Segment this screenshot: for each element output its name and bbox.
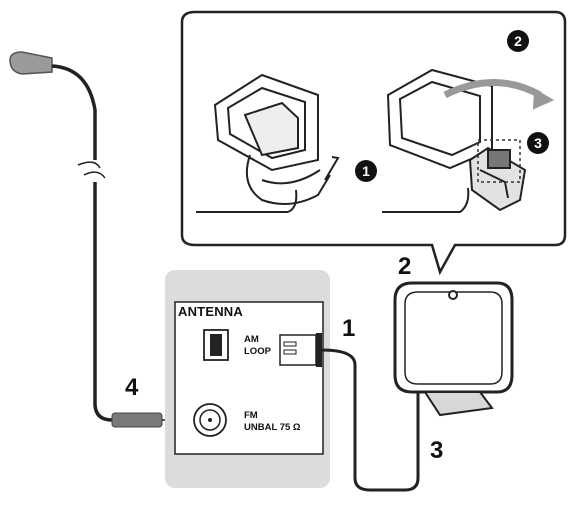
fm-label-line2: UNBAL 75 Ω (244, 422, 301, 433)
am-loop-label: AM LOOP (244, 334, 271, 358)
fm-terminal-label: FM UNBAL 75 Ω (244, 410, 301, 434)
loop-antenna-folding (382, 68, 555, 213)
am-loop-antenna (393, 281, 514, 417)
callout-badge-1: 1 (355, 160, 377, 182)
step-number-2: 2 (398, 253, 412, 280)
fm-wire-antenna (9, 51, 198, 428)
receiver-rear-panel (165, 270, 330, 488)
am-label-line2: LOOP (244, 346, 271, 357)
am-label-line1: AM (244, 334, 259, 345)
am-loop-cable (321, 348, 420, 492)
loop-antenna-unfolding (196, 73, 340, 213)
callout-badge-3: 3 (527, 132, 549, 154)
callout-badge-2: 2 (507, 30, 529, 52)
panel-heading: ANTENNA (178, 304, 243, 319)
step-number-3: 3 (430, 437, 444, 464)
step-number-1: 1 (342, 315, 356, 342)
callout-bubble (180, 10, 567, 276)
step-number-4: 4 (125, 374, 139, 401)
fm-label-line1: FM (244, 410, 258, 421)
